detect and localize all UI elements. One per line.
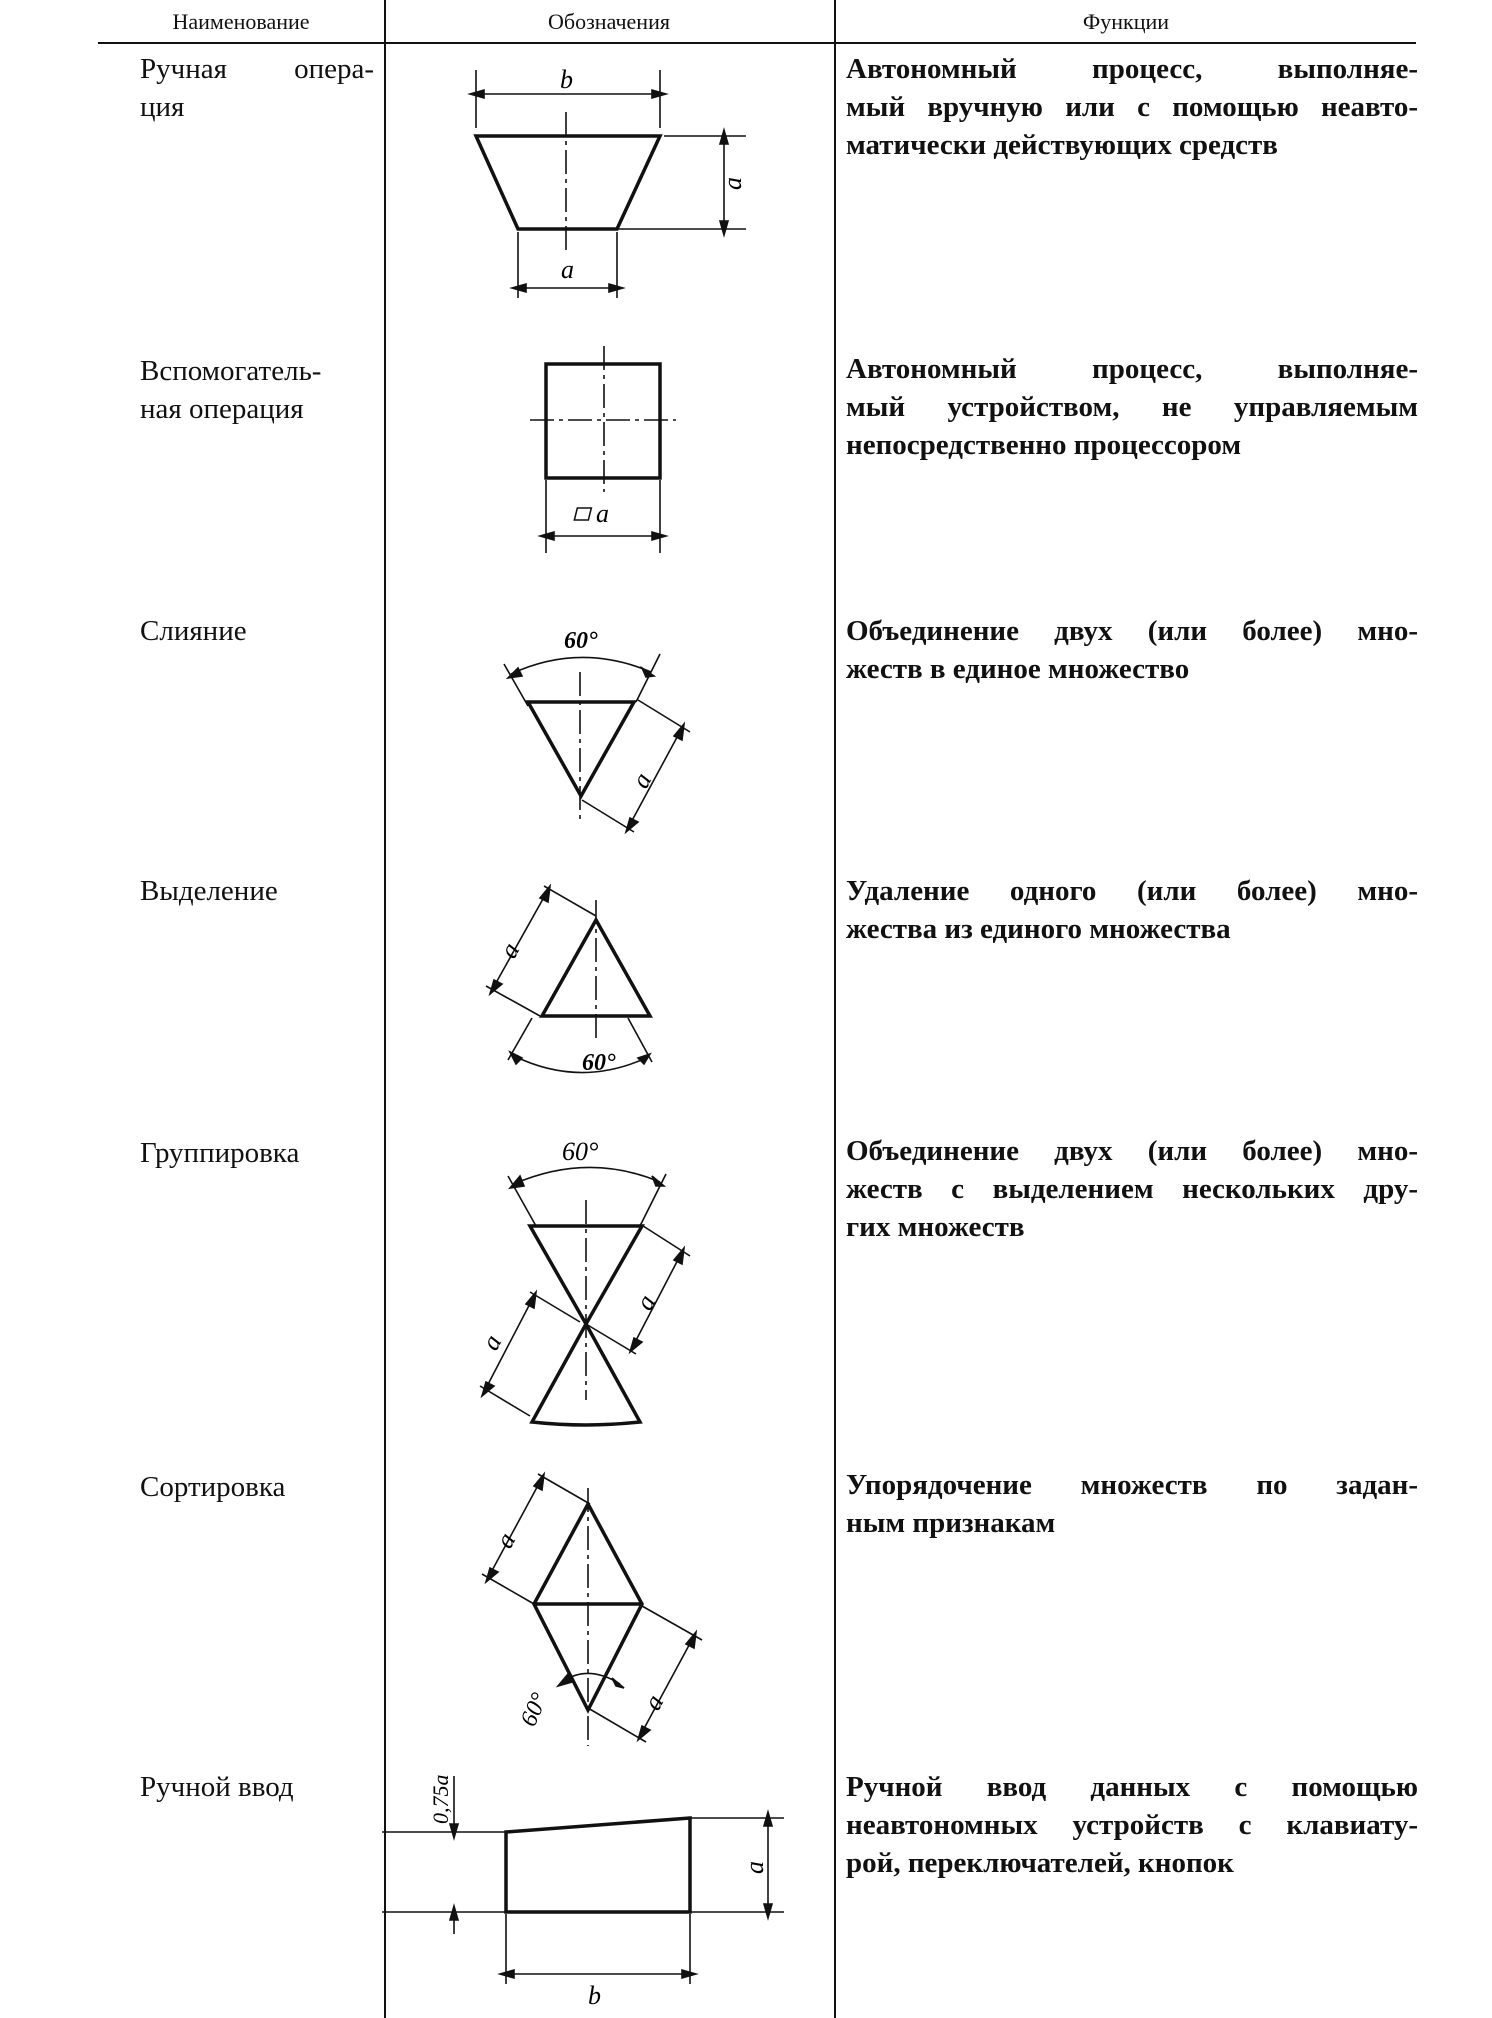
merge-symbol: 60° a [503, 628, 691, 835]
dimension-label-angle: 60° [562, 1137, 598, 1166]
row-function: Объединение двух (или более) мно- жеств … [846, 1135, 1418, 1243]
row-name: Сортировка [140, 1471, 286, 1503]
row-function: Упорядочение множеств по задан- ным приз… [846, 1469, 1418, 1539]
row-function: Удаление одного (или более) мно- жества … [846, 875, 1418, 945]
row-function: Автономный процесс, выполняе- мый вручну… [846, 53, 1418, 161]
auxiliary-operation-symbol: a [530, 346, 676, 553]
manual-operation-symbol: b a a [467, 65, 747, 298]
dimension-label-angle: 60° [516, 1689, 554, 1731]
header-function: Функции [1082, 9, 1170, 34]
dimension-label-a: a [561, 255, 574, 284]
row-function: Ручной ввод данных с помощью неавтономны… [846, 1771, 1418, 1879]
dimension-label-b: b [560, 65, 573, 94]
row-name: Ручной ввод [140, 1771, 294, 1803]
dimension-label-a: a [490, 1528, 522, 1553]
dimension-label-angle: 60° [582, 1050, 616, 1076]
manual-input-symbol: 0,75a a b [382, 1775, 784, 2010]
dimension-label-a: a [740, 1861, 769, 1874]
column-divider-1 [384, 0, 386, 2018]
row-name: Группировка [140, 1137, 300, 1169]
extraction-symbol: a 60° [485, 883, 653, 1076]
row-function: Автономный процесс, выполняе- мый устрой… [846, 353, 1418, 461]
header-rule [98, 42, 1416, 44]
row-name: Вспомогатель- ная операция [140, 355, 322, 425]
row-name: Ручная опера- ция [140, 53, 374, 123]
row-function: Объединение двух (или более) мно- жеств … [846, 615, 1418, 685]
dimension-label-b: b [588, 1981, 601, 2010]
grouping-symbol: 60° a a [476, 1137, 691, 1427]
row-name: Слияние [140, 615, 247, 647]
row-name: Выделение [140, 875, 278, 907]
header-symbol: Обозначения [548, 9, 670, 34]
dimension-label-three-quarter-a: 0,75a [428, 1775, 453, 1825]
dimension-label-a: a [476, 1330, 508, 1355]
dimension-label-a: a [630, 1290, 662, 1315]
column-divider-2 [834, 0, 836, 2018]
dimension-label-square-a: a [596, 499, 609, 528]
sorting-symbol: a 60° a [481, 1471, 703, 1746]
dimension-label-angle: 60° [564, 628, 598, 654]
dimension-label-a: a [718, 177, 747, 190]
header-name: Наименование [172, 9, 310, 34]
dimension-label-a: a [626, 768, 658, 793]
